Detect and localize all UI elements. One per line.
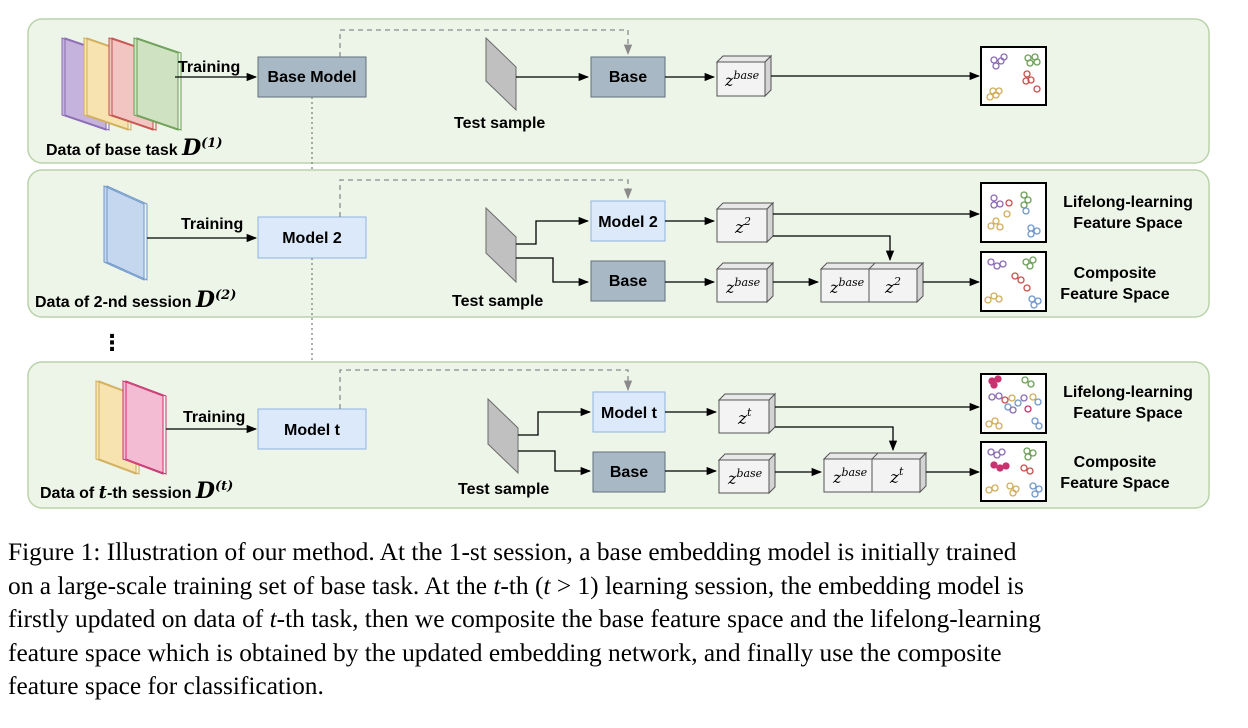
second-test-arrow-bottom [516, 257, 590, 287]
caption-line-2: on a large-scale training set of base ta… [8, 571, 1024, 600]
second-base-branch-box [590, 260, 666, 302]
t-th-session-data-stack [95, 380, 167, 475]
base-branch-box [590, 56, 666, 98]
t-th-lifelong-space-label: Lifelong-learning [1063, 384, 1193, 401]
t-th-test-arrow-top [518, 407, 592, 436]
t-th-data-label: Data of t-th session D(t) [40, 478, 233, 504]
t-th-composite-space-label: Composite [1074, 454, 1157, 471]
second-base-embedding-cube: zbase [715, 261, 775, 304]
caption-line-4: feature space which is obtained by the u… [8, 638, 1002, 667]
svg-text:zt: zt [737, 406, 752, 429]
second-test-arrow-top [516, 216, 590, 245]
t-th-test-sample-label: Test sample [458, 481, 549, 498]
t-th-composite-embedding: zbase zt [822, 451, 928, 494]
second-composite-feature-space [980, 251, 1047, 312]
second-model-branch-label: Model 2 [598, 214, 658, 231]
svg-text:zt: zt [889, 465, 904, 488]
second-test-sample-label: Test sample [452, 293, 543, 310]
base-task-data-stack [61, 37, 182, 131]
svg-text:z2: z2 [884, 275, 901, 298]
t-th-lifelong-embedding-cube: zt [717, 392, 777, 435]
t-th-base-branch-box [592, 451, 666, 493]
caption-line-3: firstly updated on data of t-th task, th… [8, 605, 1041, 633]
base-weight-share-dashed [339, 29, 633, 57]
svg-text:zbase: zbase [727, 467, 763, 488]
second-data-label: Data of 2-nd session D(2) [35, 287, 236, 313]
caption-line-5: feature space for classification. [8, 672, 324, 700]
ellipsis: ⋮ [101, 330, 123, 355]
svg-text:zbase: zbase [725, 276, 761, 297]
second-lifelong-feature-space [980, 182, 1047, 243]
second-model-branch-box [590, 200, 666, 242]
second-training-label: Training [181, 216, 243, 233]
t-th-lifelong-to-concat-arrow [775, 426, 898, 452]
second-test-sample [485, 206, 517, 284]
second-lifelong-space-label: Lifelong-learning [1063, 194, 1193, 211]
model-2-label: Model 2 [282, 230, 342, 247]
base-model-label: Base Model [268, 69, 357, 86]
second-composite-space-label-2: Feature Space [1060, 286, 1169, 303]
t-th-lifelong-feature-space [980, 373, 1047, 434]
svg-text:z2: z2 [734, 215, 751, 238]
second-composite-embedding: zbase z2 [819, 261, 925, 304]
second-session-data-stack [103, 185, 148, 281]
t-th-lifelong-space-label-2: Feature Space [1073, 405, 1182, 422]
second-lifelong-embedding-cube: z2 [715, 201, 775, 244]
t-th-test-sample [487, 397, 519, 475]
svg-text:zbase: zbase [829, 276, 865, 297]
base-training-label: Training [178, 59, 240, 76]
second-weight-share-dashed [339, 179, 633, 217]
base-feature-space [980, 46, 1047, 106]
model-t-label: Model t [284, 422, 341, 439]
caption-line-1: Figure 1: Illustration of our method. At… [8, 538, 1017, 566]
t-th-model-branch-label: Model t [601, 405, 658, 422]
t-th-model-branch-box [592, 391, 666, 433]
second-composite-space-label: Composite [1074, 265, 1157, 282]
figure-caption: Figure 1: Illustration of our method. At… [8, 536, 1244, 704]
second-base-branch-label: Base [609, 273, 647, 290]
base-test-sample-label: Test sample [454, 115, 545, 132]
t-th-weight-share-dashed [339, 369, 633, 409]
base-data-label: Data of base task D(1) [46, 135, 223, 161]
t-th-test-arrow-bottom [518, 450, 592, 476]
model-2-box [257, 216, 367, 259]
base-branch-label: Base [609, 69, 647, 86]
model-t-box [257, 408, 367, 450]
second-lifelong-to-concat-arrow [773, 235, 895, 262]
t-th-composite-space-label-2: Feature Space [1060, 475, 1169, 492]
second-lifelong-space-label-2: Feature Space [1073, 215, 1182, 232]
t-th-composite-feature-space [980, 441, 1047, 502]
t-th-base-branch-label: Base [610, 464, 648, 481]
t-th-base-embedding-cube: zbase [717, 452, 777, 495]
t-th-training-label: Training [183, 409, 245, 426]
svg-text:zbase: zbase [832, 466, 868, 487]
svg-text:zbase: zbase [724, 69, 760, 90]
base-embedding-cube: zbase [715, 54, 773, 98]
base-test-sample [485, 36, 517, 112]
